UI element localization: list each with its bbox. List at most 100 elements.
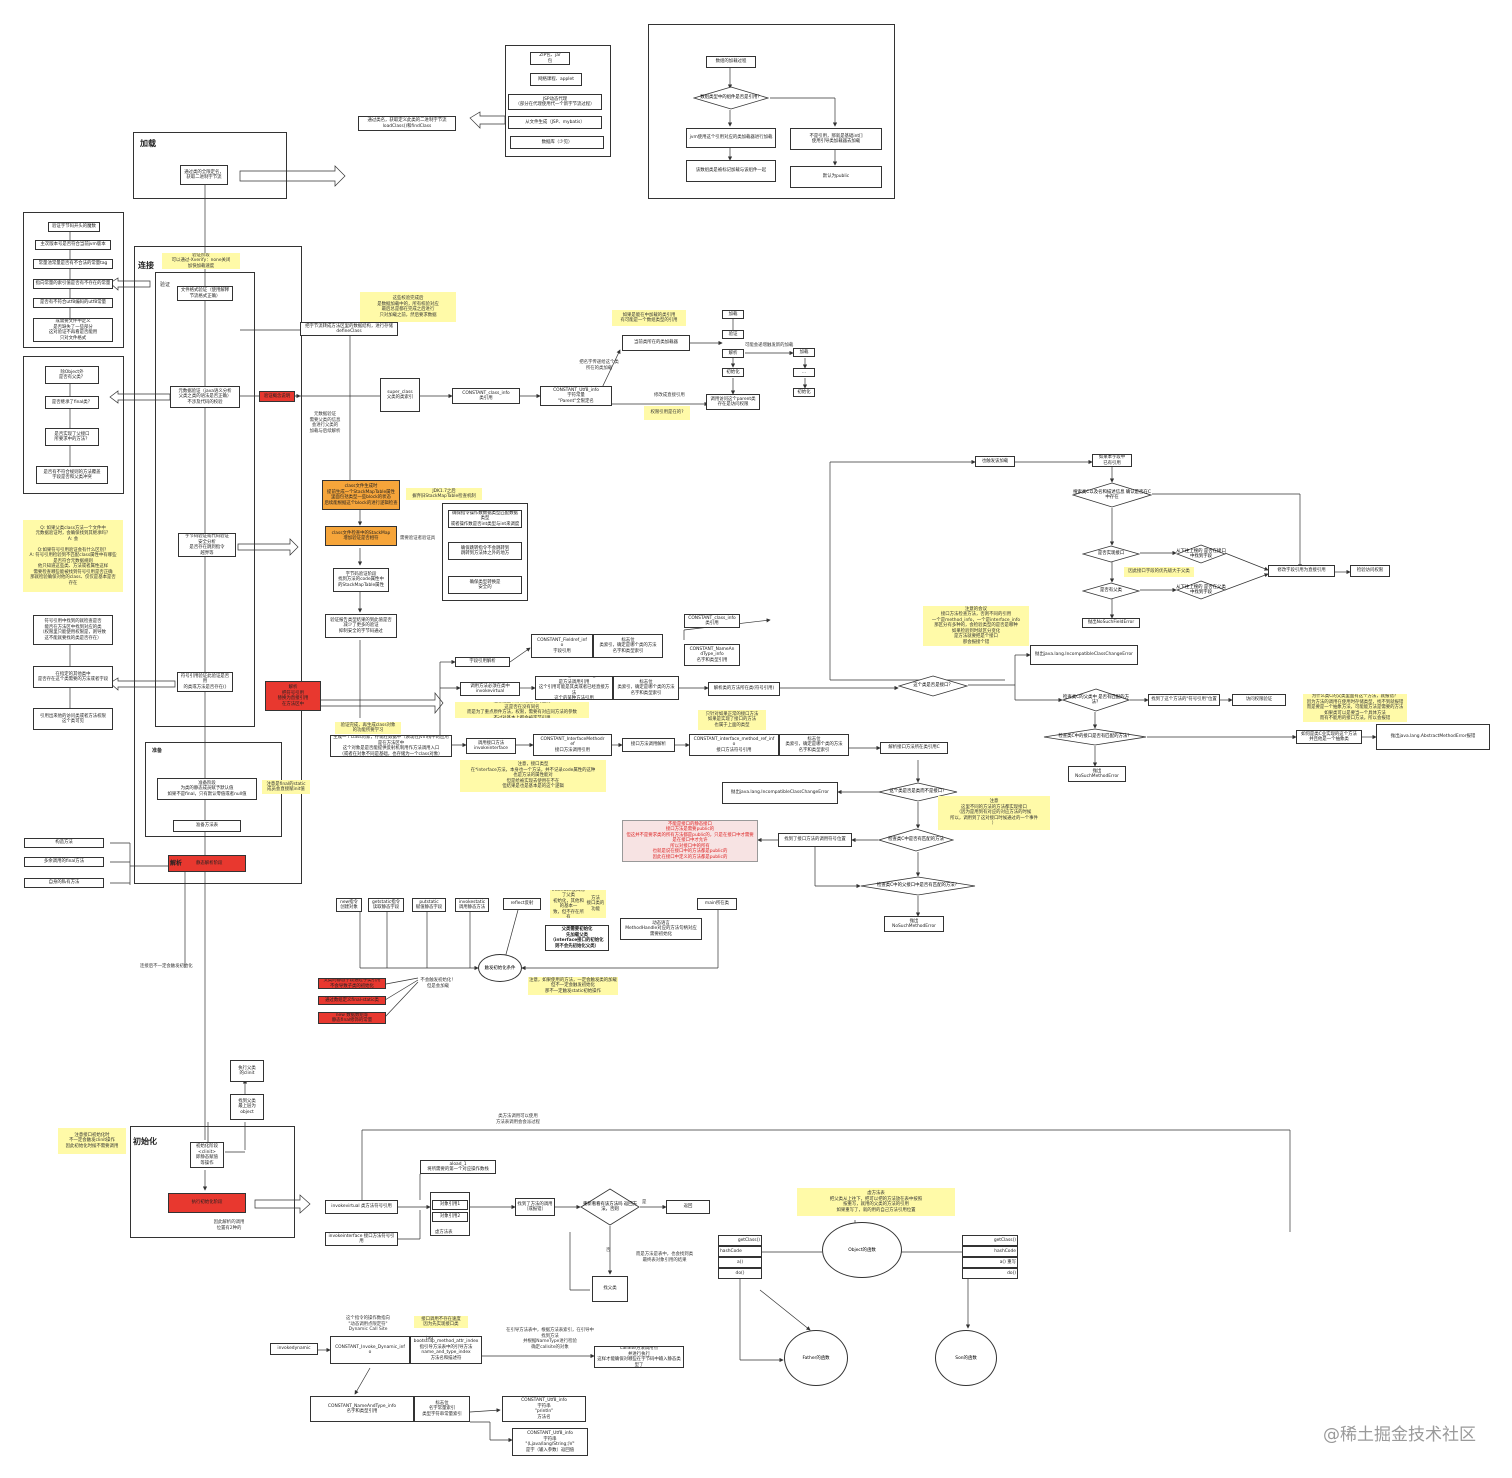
metadata-node[interactable]: 元数据验证（java语义分析 父类之类的语法是否正确） 不涉及代码的校验	[170, 386, 240, 408]
file-format-node[interactable]: 文件格式验证（使用解释 节流格式正确）	[177, 286, 233, 301]
ex-final[interactable]: 多余调用的final方法	[24, 857, 104, 867]
getclass-left-1[interactable]: hashCode	[718, 1246, 762, 1257]
class-c-method-diamond[interactable]: 检查类C的父类中 是否有匹配的方法？	[1062, 688, 1130, 712]
resolve-gen-node[interactable]: 生成一个class对象，存储在数据中（表现在jvm栈中的应用是在方法区中 这个对…	[330, 735, 452, 757]
iface-method-ref-node[interactable]: CONSTANT_interface_method_ref_inf o 接口方法…	[689, 734, 779, 756]
nt-info-node[interactable]: CONSTANT_NameAn dType_info 名字和类型引用	[684, 644, 740, 666]
source-file[interactable]: 从文件生成（JSP、mybatis）	[508, 116, 602, 129]
resolve-red-node[interactable]: 解析 把符号引用 替换为直接引用 在方法区中	[265, 681, 321, 711]
prepare-alloc[interactable]: 准备阶段 为类的静态成员赋予默认值 如果不是final，只有默认零值或者null…	[157, 778, 257, 800]
find-real-node[interactable]: 找到了方法的调用 （或报错）	[515, 1198, 555, 1216]
field-direct-ref[interactable]: 修改字段引用为直接引用	[1268, 565, 1335, 577]
getclass-right-1[interactable]: hashCode	[962, 1246, 1018, 1257]
iface-tag-node[interactable]: 标志位 类索引，确定是哪个类的方法 名字和类型索引	[779, 734, 849, 756]
is-interface-class-diamond[interactable]: 这个类是否是接口？	[898, 675, 968, 697]
found-method-node[interactable]: 找到了这个方法的"符号引用"位置	[1148, 694, 1220, 706]
verify-step2[interactable]: ...	[793, 368, 815, 377]
find-parent-node[interactable]: 找父类	[592, 1276, 628, 1302]
class-c-iface-diamond[interactable]: 检查类C中的接口是否有匹配的方法？	[1043, 728, 1147, 746]
find-object-node[interactable]: 找到父类 最上层为 object	[230, 1094, 264, 1120]
incompatible-node-2[interactable]: 抛出java.lang.IncompatibleClassChangeError	[722, 782, 838, 804]
no-method-node-2[interactable]: 抛出 NoSuchMethodError	[884, 916, 944, 932]
slot1-node[interactable]: 对象引用1	[432, 1200, 468, 1210]
trigger-circle[interactable]: 触发初始化条件	[478, 954, 522, 982]
source-db[interactable]: 数据库（少见）	[510, 136, 604, 149]
read-bytes-node[interactable]: 通过类的全限定名， 获取二进制字节流	[180, 165, 228, 185]
load-step[interactable]: 加载	[722, 310, 744, 319]
passive-1[interactable]: 父类的静态字段通过子类引用 不会导致子类的初始化	[318, 978, 386, 989]
parse-step[interactable]: 解析	[722, 349, 744, 358]
symbol-note-2[interactable]: 在指定的其他类中 是否存在这个类需要的方法或者字段	[33, 666, 113, 688]
clinit-node[interactable]: 初始化阶段 <clinit> 即静态赋值 等操作	[190, 1142, 224, 1168]
parent-clinit-node[interactable]: 执行父类 的clinit	[230, 1060, 264, 1082]
array-is-ref-diamond[interactable]: 数组类型中的组件是否是引用？	[693, 86, 769, 110]
abstract-error[interactable]: 抛出java.lang.AbstractMethodError报错	[1376, 724, 1490, 750]
found-method-ref[interactable]: 找到了接口方法的调用符号位置	[778, 833, 852, 847]
stackmap-result[interactable]: 验证报告类型结果的到此值是否 减少了更多的验证 抑制安全的字节码通过	[325, 614, 397, 638]
father-circle[interactable]: Father的函数	[784, 1330, 848, 1386]
init-step[interactable]: 初始化	[722, 368, 744, 377]
source-proxy[interactable]: JSP动态代理 （部分在代理使用代一个新字节流过程）	[508, 94, 602, 110]
right-box-3[interactable]: 确保类型转换是 安全的	[448, 576, 522, 594]
red-verify-node[interactable]: 验证概念说明	[259, 391, 295, 402]
symbol-note-3[interactable]: 引用出来他的访问类或者方法权限 这个类可见	[33, 708, 113, 730]
nt2-node[interactable]: CONSTANT_NameAndType_info 名字和类型引用	[310, 1396, 414, 1422]
passive-2[interactable]: 通过数组定义final-static类	[318, 996, 386, 1005]
right-box-2[interactable]: 确保跳转指令不会跳转到 跳转到方法体之外的地方	[448, 542, 522, 560]
symbol-ref-node[interactable]: 符号引用验证此验证是否用 的类或方法是否存在()	[177, 672, 233, 692]
field-exists-diamond[interactable]: 搜索类C以及名和描述信息 确认是否在C中存在	[1072, 482, 1152, 508]
invokevirtual-node[interactable]: 调用方法必须在类中 invokevirtual	[460, 682, 520, 696]
c-iface-match-diamond[interactable]: 检查类C中的父接口中是否有匹配的方法？	[860, 876, 976, 896]
access-check[interactable]: 检验访问权限	[1350, 565, 1390, 577]
super-class-node[interactable]: super_class 父类的类索引	[380, 378, 420, 412]
trigger-reflect[interactable]: reflect反射	[503, 898, 541, 910]
list1-item-utf8[interactable]: 是否有不符合utf8编码的utf8常量	[33, 298, 113, 308]
parent-search-diamond[interactable]: 从下往上搜的 是否在父类中找到字段	[1176, 580, 1226, 600]
getclass-right-2[interactable]: a() 重写	[962, 1257, 1018, 1268]
iface-search-diamond[interactable]: 从下往上搜的 是否在接口中找到字段	[1176, 544, 1226, 564]
source-zip[interactable]: ZIP包、jar 包	[530, 52, 570, 65]
list1-item-index[interactable]: 指向常量的索引值是否有不存在的常量	[33, 279, 113, 289]
right-box-1[interactable]: 确保指令操作数数据类型匹配数据类型 或者操作数是否int类型与int来调度	[448, 510, 522, 528]
stackmap-check[interactable]: class文件检查中的StackMap 增加验证是否相符	[325, 526, 397, 546]
stackmap-code[interactable]: 字节码验证阶段 找到方法的code属性中 的StackMapTable属性	[333, 568, 389, 592]
ex-private[interactable]: 自身的私有方法	[24, 878, 104, 888]
bootstrap-node[interactable]: bootstrap_method_attr_index 指引导方法表中的引导方法…	[410, 1336, 482, 1364]
callsite-node[interactable]: callSite方法调用点 并进行执行 这样才能确保对哪些在字节码中输入静态类型…	[594, 1346, 684, 1368]
utf8a-node[interactable]: CONSTANT_Utf8_info 字符串 "println" 方法名	[502, 1396, 586, 1422]
list1-item-tag[interactable]: 常量池常量是否有不合法的常量tag	[33, 259, 113, 269]
field-lookup-node[interactable]: 如果本字段中 已有引用	[1092, 454, 1132, 467]
load-step2[interactable]: 加载	[793, 348, 815, 357]
found-iface-method[interactable]: 如何是类C业实现的这个方法 并且他是一个抽象类	[1296, 730, 1362, 744]
indy-info-node[interactable]: CONSTANT_Invoke_Dynamic_inf o	[330, 1336, 410, 1364]
field-ref-node[interactable]: 字段引用解析	[455, 657, 510, 667]
parse-step2[interactable]: 初始化	[793, 388, 815, 397]
list2-item-parent[interactable]: 除Object外 是否有父类？	[45, 366, 99, 384]
ex-constructor[interactable]: 构造方法	[24, 838, 104, 848]
nt2-tag-node[interactable]: 标志位 名字常量索引 类型字符串常量索引	[414, 1396, 470, 1422]
trigger-main[interactable]: main所在类	[697, 898, 737, 910]
is-parent-diamond[interactable]: 是否有父类	[1082, 582, 1140, 600]
trigger-new[interactable]: new指令 创建对象	[336, 898, 362, 912]
find-class-node[interactable]: 也触发该加载	[975, 456, 1015, 467]
verify-step[interactable]: 验证	[722, 330, 744, 339]
access-verify-node[interactable]: 访问权限验证	[1232, 694, 1286, 706]
iface-class-node[interactable]: 解析接口方法所在类引用C	[880, 742, 948, 754]
class-file-stackmap[interactable]: class文件生成时 提前生成一个StackMapTable属性 里面包括类型一…	[322, 480, 400, 510]
slot2-node[interactable]: 对象引用2	[432, 1212, 468, 1222]
trigger-invokestatic[interactable]: invokestatic 调用静态方法	[455, 898, 489, 912]
c-method-diamond[interactable]: 检查类C中是否有匹配的方法	[878, 828, 954, 852]
array-load-node[interactable]: 数组的加载过程	[706, 56, 756, 68]
list1-item-magic[interactable]: 验证字节码开头的魔数	[48, 222, 100, 232]
array-public-node[interactable]: 默认为public	[790, 166, 882, 188]
aload-node[interactable]: aload_1 将所需要的第一个对应操作数栈	[420, 1160, 496, 1174]
invokedynamic-node[interactable]: invokedynamic	[270, 1343, 318, 1355]
iface-info-node[interactable]: CONSTANT_InterfaceMethodr ef 接口方法调用引用	[533, 734, 612, 756]
trigger-getstatic[interactable]: getstatic指令 读取静态字段	[368, 898, 404, 912]
no-method-node-1[interactable]: 抛出 NoSuchMethodError	[1068, 766, 1126, 782]
init-red-node[interactable]: 执行初始化阶段	[168, 1193, 246, 1213]
method-iface-diamond[interactable]: 这个类是否是类而不是接口？	[878, 782, 958, 802]
iface-call-node[interactable]: 接口方法调用解析	[622, 738, 675, 752]
class-method-node[interactable]: 解析类的方法所在类(符号引用)	[708, 682, 780, 696]
resolve-section-red[interactable]: 解析静态解析阶段	[168, 855, 246, 872]
